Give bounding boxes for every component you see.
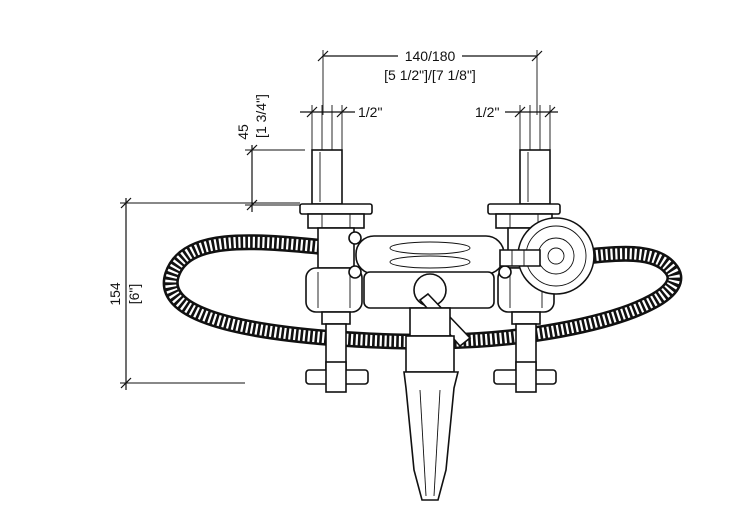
left-pipe-label: 1/2" bbox=[358, 104, 382, 120]
spout bbox=[403, 307, 460, 501]
hose-connector bbox=[499, 217, 595, 295]
top-width-imperial-label: [5 1/2"]/[7 1/8"] bbox=[384, 67, 476, 83]
right-pipe-label: 1/2" bbox=[475, 104, 499, 120]
top-width-label: 140/180 bbox=[405, 48, 456, 64]
overall-height-dimension: 154 [6"] bbox=[107, 197, 300, 390]
overall-height-imperial-label: [6"] bbox=[126, 284, 142, 305]
riser-height-imperial-label: [1 3/4"] bbox=[253, 94, 269, 138]
left-pipe-dimension: 1/2" bbox=[300, 104, 382, 150]
right-supply-riser bbox=[487, 149, 561, 229]
riser-height-label: 45 bbox=[235, 124, 251, 140]
left-supply-riser bbox=[299, 149, 373, 229]
left-valve-body bbox=[305, 227, 369, 393]
overall-height-label: 154 bbox=[107, 282, 123, 306]
top-width-dimension: 140/180 [5 1/2"]/[7 1/8"] bbox=[317, 48, 543, 115]
right-pipe-dimension: 1/2" bbox=[475, 104, 558, 150]
riser-height-dimension: 45 [1 3/4"] bbox=[235, 94, 305, 212]
